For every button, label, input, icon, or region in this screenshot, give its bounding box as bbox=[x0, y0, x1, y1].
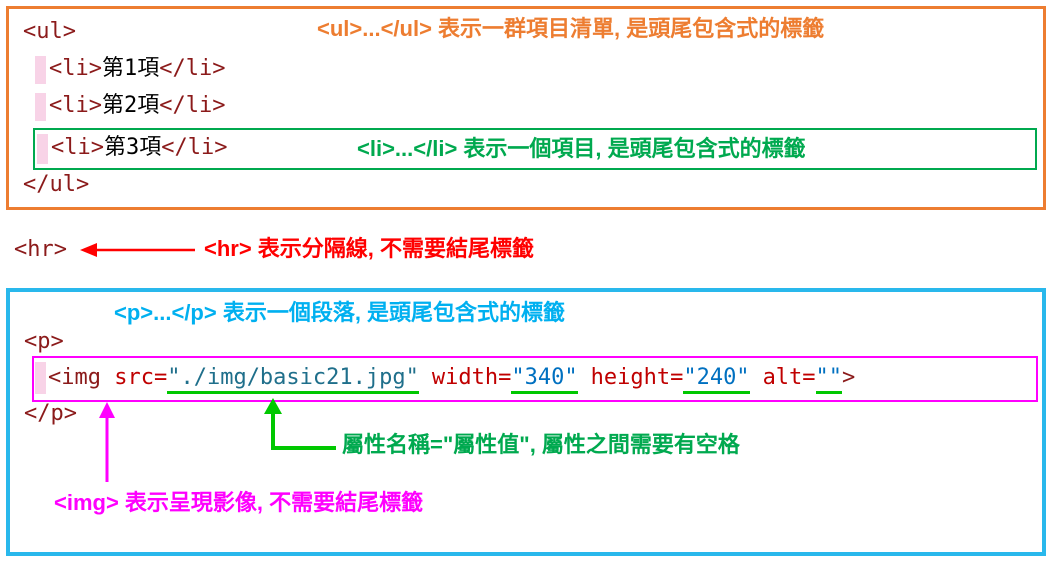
alt-attr-value: "" bbox=[815, 365, 843, 394]
width-attr-value: "340" bbox=[511, 365, 578, 394]
li-open-tag: <li> bbox=[49, 56, 102, 81]
alt-attr-name: alt= bbox=[762, 365, 816, 390]
hr-tag-code: <hr> bbox=[14, 237, 67, 262]
src-attr-value: "./img/basic21.jpg" bbox=[167, 365, 419, 394]
li-close-tag: </li> bbox=[161, 135, 228, 160]
li-annotation: <li>...</li> 表示一個項目, 是頭尾包含式的標籤 bbox=[357, 136, 806, 161]
li-item-2-code: <li>第2項</li> bbox=[49, 92, 225, 120]
height-attr-value: "240" bbox=[683, 365, 750, 394]
ul-close-tag-code: </ul> bbox=[23, 172, 90, 197]
li-item-1-code: <li>第1項</li> bbox=[49, 55, 225, 83]
img-tag-close-bracket: > bbox=[842, 365, 856, 390]
src-attr-name: src= bbox=[114, 365, 168, 390]
img-tag-code: <img src="./img/basic21.jpg" width="340" h… bbox=[48, 364, 856, 394]
li-text: 第3項 bbox=[103, 135, 162, 160]
img-highlight-box: <img src="./img/basic21.jpg" width="340" h… bbox=[32, 356, 1038, 402]
li-text: 第2項 bbox=[101, 93, 160, 118]
p-close-tag-code: </p> bbox=[24, 401, 77, 426]
ul-open-tag-code: <ul> bbox=[23, 19, 76, 44]
p-example-box: <p>...</p> 表示一個段落, 是頭尾包含式的標籤 <p> <img sr… bbox=[6, 288, 1046, 556]
p-annotation: <p>...</p> 表示一個段落, 是頭尾包含式的標籤 bbox=[114, 300, 566, 325]
li-open-tag: <li> bbox=[51, 135, 104, 160]
attr-annotation: 屬性名稱="屬性值", 屬性之間需要有空格 bbox=[342, 432, 740, 457]
left-arrow-icon bbox=[80, 243, 195, 257]
p-open-tag-code: <p> bbox=[24, 329, 64, 354]
li-close-tag: </li> bbox=[159, 56, 226, 81]
hr-example-row: <hr> <hr> 表示分隔線, 不需要結尾標籤 bbox=[0, 232, 1060, 272]
indent-highlight bbox=[35, 56, 46, 84]
li-highlight-box: <li>第3項</li> <li>...</li> 表示一個項目, 是頭尾包含式… bbox=[33, 128, 1037, 170]
height-attr-name: height= bbox=[590, 365, 684, 390]
width-attr-name: width= bbox=[431, 365, 512, 390]
li-close-tag: </li> bbox=[159, 93, 226, 118]
indent-highlight bbox=[35, 362, 46, 394]
hr-annotation: <hr> 表示分隔線, 不需要結尾標籤 bbox=[204, 236, 535, 261]
ul-example-box: <ul>...</ul> 表示一群項目清單, 是頭尾包含式的標籤 <ul> <l… bbox=[6, 6, 1046, 210]
indent-highlight bbox=[35, 93, 46, 121]
li-open-tag: <li> bbox=[49, 93, 102, 118]
li-item-3-code: <li>第3項</li> bbox=[51, 134, 227, 162]
img-annotation: <img> 表示呈現影像, 不需要結尾標籤 bbox=[54, 490, 424, 515]
li-text: 第1項 bbox=[101, 56, 160, 81]
indent-highlight bbox=[37, 134, 48, 164]
ul-annotation: <ul>...</ul> 表示一群項目清單, 是頭尾包含式的標籤 bbox=[317, 16, 825, 41]
img-open-tag: <img bbox=[48, 365, 115, 390]
up-arrow-magenta-icon bbox=[99, 402, 115, 482]
up-arrow-green-icon bbox=[264, 398, 336, 450]
